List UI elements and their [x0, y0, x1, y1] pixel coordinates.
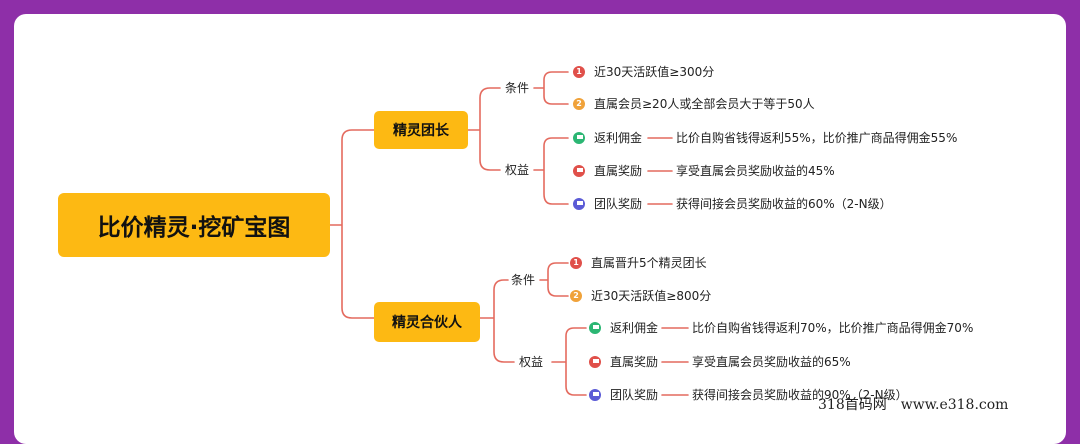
root-node: 比价精灵·挖矿宝图	[58, 193, 330, 257]
conditions-label: 条件	[505, 81, 530, 95]
condition-text: 直属晋升5个精灵团长	[591, 256, 707, 270]
benefit-desc: 获得间接会员奖励收益的60%（2-N级）	[676, 197, 892, 211]
number-two-icon: 2	[573, 98, 585, 110]
condition-text: 直属会员≥20人或全部会员大于等于50人	[594, 97, 815, 111]
benefits-label: 权益	[505, 163, 530, 177]
number-one-icon: 1	[570, 257, 582, 269]
benefit-desc: 享受直属会员奖励收益的45%	[676, 164, 835, 178]
benefit-desc: 获得间接会员奖励收益的90%（2-N级）	[692, 388, 908, 402]
benefits-label: 权益	[519, 355, 544, 369]
branch-node-leader: 精灵团长	[374, 111, 468, 149]
benefit-name: 团队奖励	[610, 388, 659, 402]
red-flag-icon	[589, 356, 601, 368]
blue-flag-icon	[589, 389, 601, 401]
benefit-name: 直属奖励	[610, 355, 659, 369]
benefit-desc: 比价自购省钱得返利55%，比价推广商品得佣金55%	[676, 131, 958, 145]
benefit-name: 返利佣金	[610, 321, 659, 335]
benefit-name: 返利佣金	[594, 131, 643, 145]
number-one-icon: 1	[573, 66, 585, 78]
benefit-name: 团队奖励	[594, 197, 643, 211]
benefit-desc: 比价自购省钱得返利70%，比价推广商品得佣金70%	[692, 321, 974, 335]
green-flag-icon	[573, 132, 585, 144]
red-flag-icon	[573, 165, 585, 177]
watermark-text: 318首码网 www.e318.com	[818, 397, 1009, 413]
benefit-name: 直属奖励	[594, 164, 643, 178]
branch-node-partner: 精灵合伙人	[374, 302, 480, 342]
blue-flag-icon	[573, 198, 585, 210]
green-flag-icon	[589, 322, 601, 334]
condition-text: 近30天活跃值≥300分	[594, 65, 715, 79]
number-two-icon: 2	[570, 290, 582, 302]
conditions-label: 条件	[511, 273, 536, 287]
condition-text: 近30天活跃值≥800分	[591, 289, 712, 303]
benefit-desc: 享受直属会员奖励收益的65%	[692, 355, 851, 369]
